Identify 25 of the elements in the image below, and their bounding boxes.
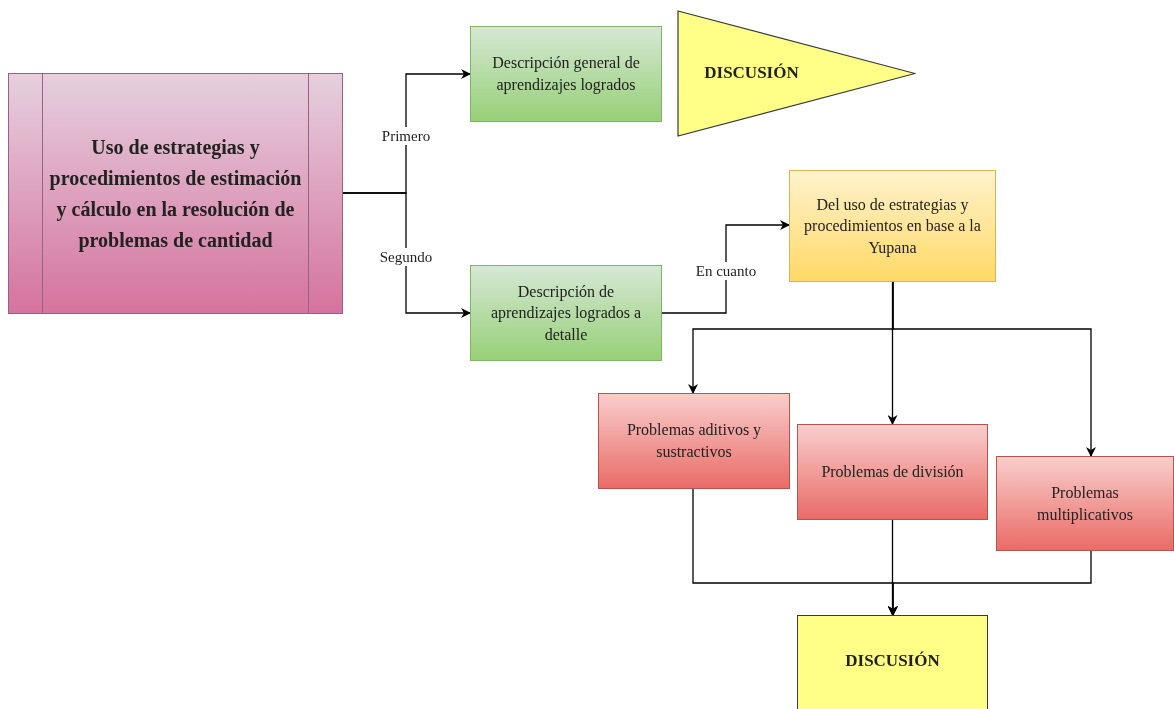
process-box bbox=[598, 393, 790, 489]
node-text: Uso de estrategias y procedimientos de estimación y cálculo en la resolución de problemas de cantidad bbox=[49, 134, 302, 254]
node-text: Problemas aditivos y sustractivos bbox=[625, 420, 763, 462]
node-text: Problemas multiplicativos bbox=[1036, 482, 1134, 526]
end-box bbox=[797, 615, 988, 709]
arrow bbox=[892, 281, 1096, 457]
edge-label: Segundo bbox=[377, 248, 435, 266]
process-box bbox=[470, 265, 662, 361]
node-text: DISCUSIÓN bbox=[704, 62, 799, 85]
process-box bbox=[789, 170, 996, 282]
process-box bbox=[8, 73, 343, 314]
arrow bbox=[661, 220, 790, 314]
arrow bbox=[888, 550, 1092, 616]
process-box bbox=[797, 424, 988, 520]
node-text: DISCUSIÓN bbox=[845, 650, 940, 672]
triangle-shape bbox=[677, 10, 916, 137]
node-text: Descripción de aprendizajes logrados a detalle bbox=[489, 281, 643, 345]
process-box bbox=[470, 26, 662, 122]
process-box bbox=[996, 456, 1174, 551]
node-text: Descripción general de aprendizajes logrados bbox=[491, 53, 641, 96]
node-text: Problemas de división bbox=[821, 462, 964, 483]
edge-label: Primero bbox=[379, 127, 433, 145]
edge-label: En cuanto bbox=[693, 262, 759, 280]
node-text: Del uso de estrategias y procedimientos en base a la Yupana bbox=[803, 194, 982, 259]
arrow bbox=[342, 192, 471, 318]
